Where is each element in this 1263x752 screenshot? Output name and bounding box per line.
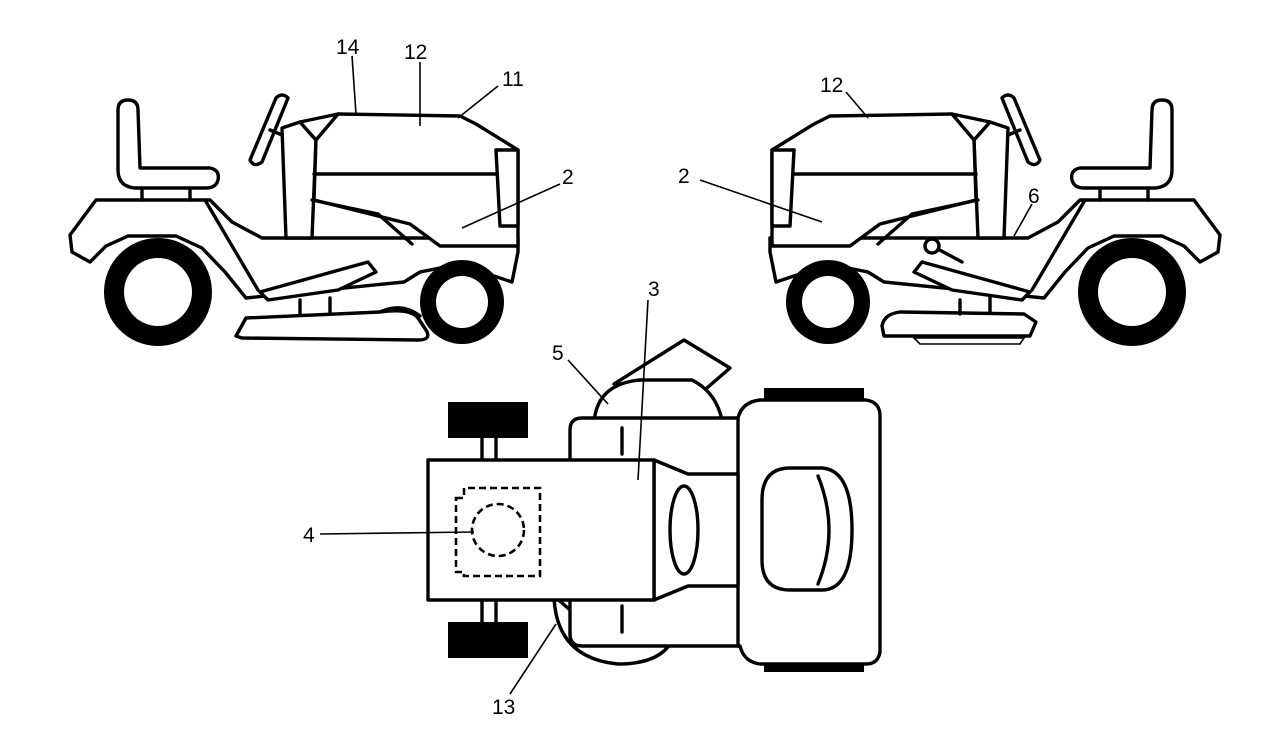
callout-4: 4 bbox=[303, 524, 315, 547]
callout-labels: 14 12 11 2 12 2 6 3 5 4 13 bbox=[303, 36, 1040, 719]
callout-12-right: 12 bbox=[820, 74, 843, 97]
callout-12-left: 12 bbox=[404, 41, 427, 64]
callout-5: 5 bbox=[552, 342, 564, 365]
callout-2-left: 2 bbox=[562, 166, 574, 189]
callout-14: 14 bbox=[336, 36, 360, 59]
tractor-top-view bbox=[426, 338, 882, 672]
callout-11: 11 bbox=[502, 68, 524, 91]
tractor-right-side-view bbox=[768, 93, 1222, 346]
leader-lines bbox=[319, 55, 1033, 695]
callout-13: 13 bbox=[492, 696, 515, 719]
callout-6: 6 bbox=[1028, 185, 1040, 208]
callout-2-right: 2 bbox=[678, 165, 690, 188]
tractor-left-side-view bbox=[68, 93, 520, 346]
callout-3: 3 bbox=[648, 278, 660, 301]
